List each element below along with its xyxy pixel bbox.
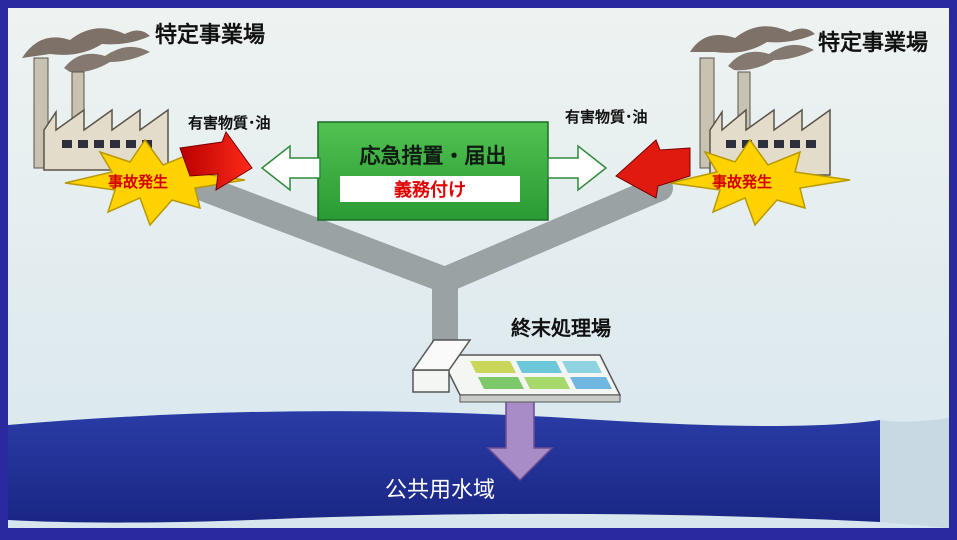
red-arrow-left [179, 130, 253, 191]
duty-label: 義務付け [394, 179, 466, 201]
measures-title: 応急措置・届出 [360, 144, 507, 168]
public-water-label: 公共用水域 [385, 478, 495, 503]
substance-left-label: 有害物質･油 [188, 114, 271, 132]
accident-left-label: 事故発生 [108, 173, 168, 191]
double-arrow-right [547, 144, 608, 192]
treatment-plant-icon [411, 339, 622, 403]
sewer-pipes [182, 172, 673, 358]
double-arrow-left [260, 144, 321, 192]
treatment-plant-label: 終末処理場 [511, 316, 611, 340]
substance-right-label: 有害物質･油 [565, 108, 648, 126]
accident-starburst-right [669, 138, 851, 227]
red-arrow-right [615, 139, 691, 199]
sewer-pipe-right [432, 175, 673, 293]
public-water-body [8, 411, 880, 523]
water-edge [880, 418, 949, 528]
accident-right-label: 事故発生 [712, 173, 772, 191]
factory-left-title: 特定事業場 [155, 22, 265, 48]
duty-label-background [340, 176, 520, 202]
factory-right-title: 特定事業場 [818, 30, 928, 56]
discharge-arrow [486, 397, 554, 482]
measures-box [317, 121, 549, 221]
